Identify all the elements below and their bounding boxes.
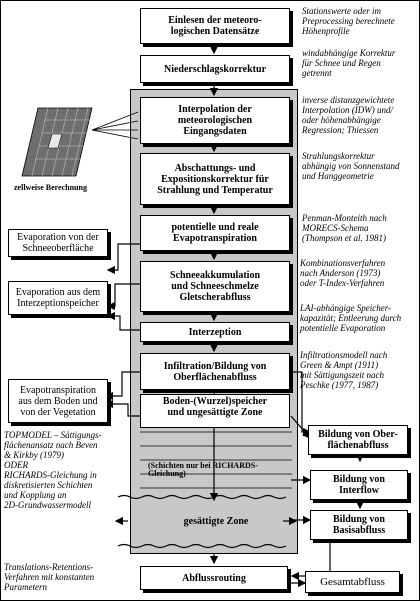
snow-box: Schneeakkumulation und Schneeschmelze Gl… [140,261,290,312]
note-idw: inverse distanzgewichtete Interpolation … [302,95,395,135]
shading-correction-box: Abschattungs- und Expositionskorrektur f… [140,153,290,205]
note-stations: Stationswerte oder im Preprocessing bere… [302,6,395,36]
note-radiation: Strahlungskorrektur abhängig von Sonnens… [302,151,400,181]
soil-evapotranspiration-box: Evapotranspiration aus dem Boden und von… [8,379,108,423]
routing-box: Abflussrouting [140,566,288,590]
note-wind-correction: windabhängige Korrektur für Schnee und R… [302,48,396,78]
saturated-zone-label: gesättigte Zone [183,515,249,527]
note-penman: Penman-Monteith nach MORECS-Schema (Thom… [302,213,387,243]
infiltration-box: Infiltration/Bildung von Oberflächenabfl… [140,353,290,390]
richards-layers-label: (Schichten nur bei RICHARDS-Gleichung) [148,461,258,478]
total-runoff-box: Gesamtabfluss [305,571,400,593]
note-green-ampt: Infiltrationsmodell nach Green & Ampt (1… [300,350,388,390]
cell-calculation-label: zellweise Berechnung [14,183,87,192]
note-combination: Kombinationsverfahren nach Anderson (197… [300,258,386,288]
snow-evaporation-box: Evaporation von der Schneeoberfläche [8,229,108,257]
interflow-box: Bildung von Interflow [310,470,408,500]
interception-box: Interzeption [140,322,290,342]
baseflow-box: Bildung von Basisabfluss [310,510,408,540]
note-topmodel: TOPMODEL – Sättigungs- flächenansatz nac… [4,430,102,510]
interception-evaporation-box: Evaporation aus dem Interzeptionspeicher [8,281,108,315]
unsaturated-zone-box: Boden-(Wurzel)speicher und ungesättigte … [140,394,290,428]
surface-runoff-box: Bildung von Ober- flächenabfluss [308,425,408,455]
note-lai: LAI-abhängige Speicher- kapazität; Entle… [300,303,402,333]
note-translation: Translations-Retentions- Verfahren mit k… [4,562,95,592]
precip-correction-box: Niederschlagskorrektur [140,55,290,83]
grid-cells-icon [21,107,93,177]
read-data-box: Einlesen der meteoro- logischen Datensät… [140,8,290,44]
evapotranspiration-box: potentielle und reale Evapotranspiration [140,215,290,251]
interpolation-box: Interpolation der meteorologischen Einga… [140,97,290,144]
